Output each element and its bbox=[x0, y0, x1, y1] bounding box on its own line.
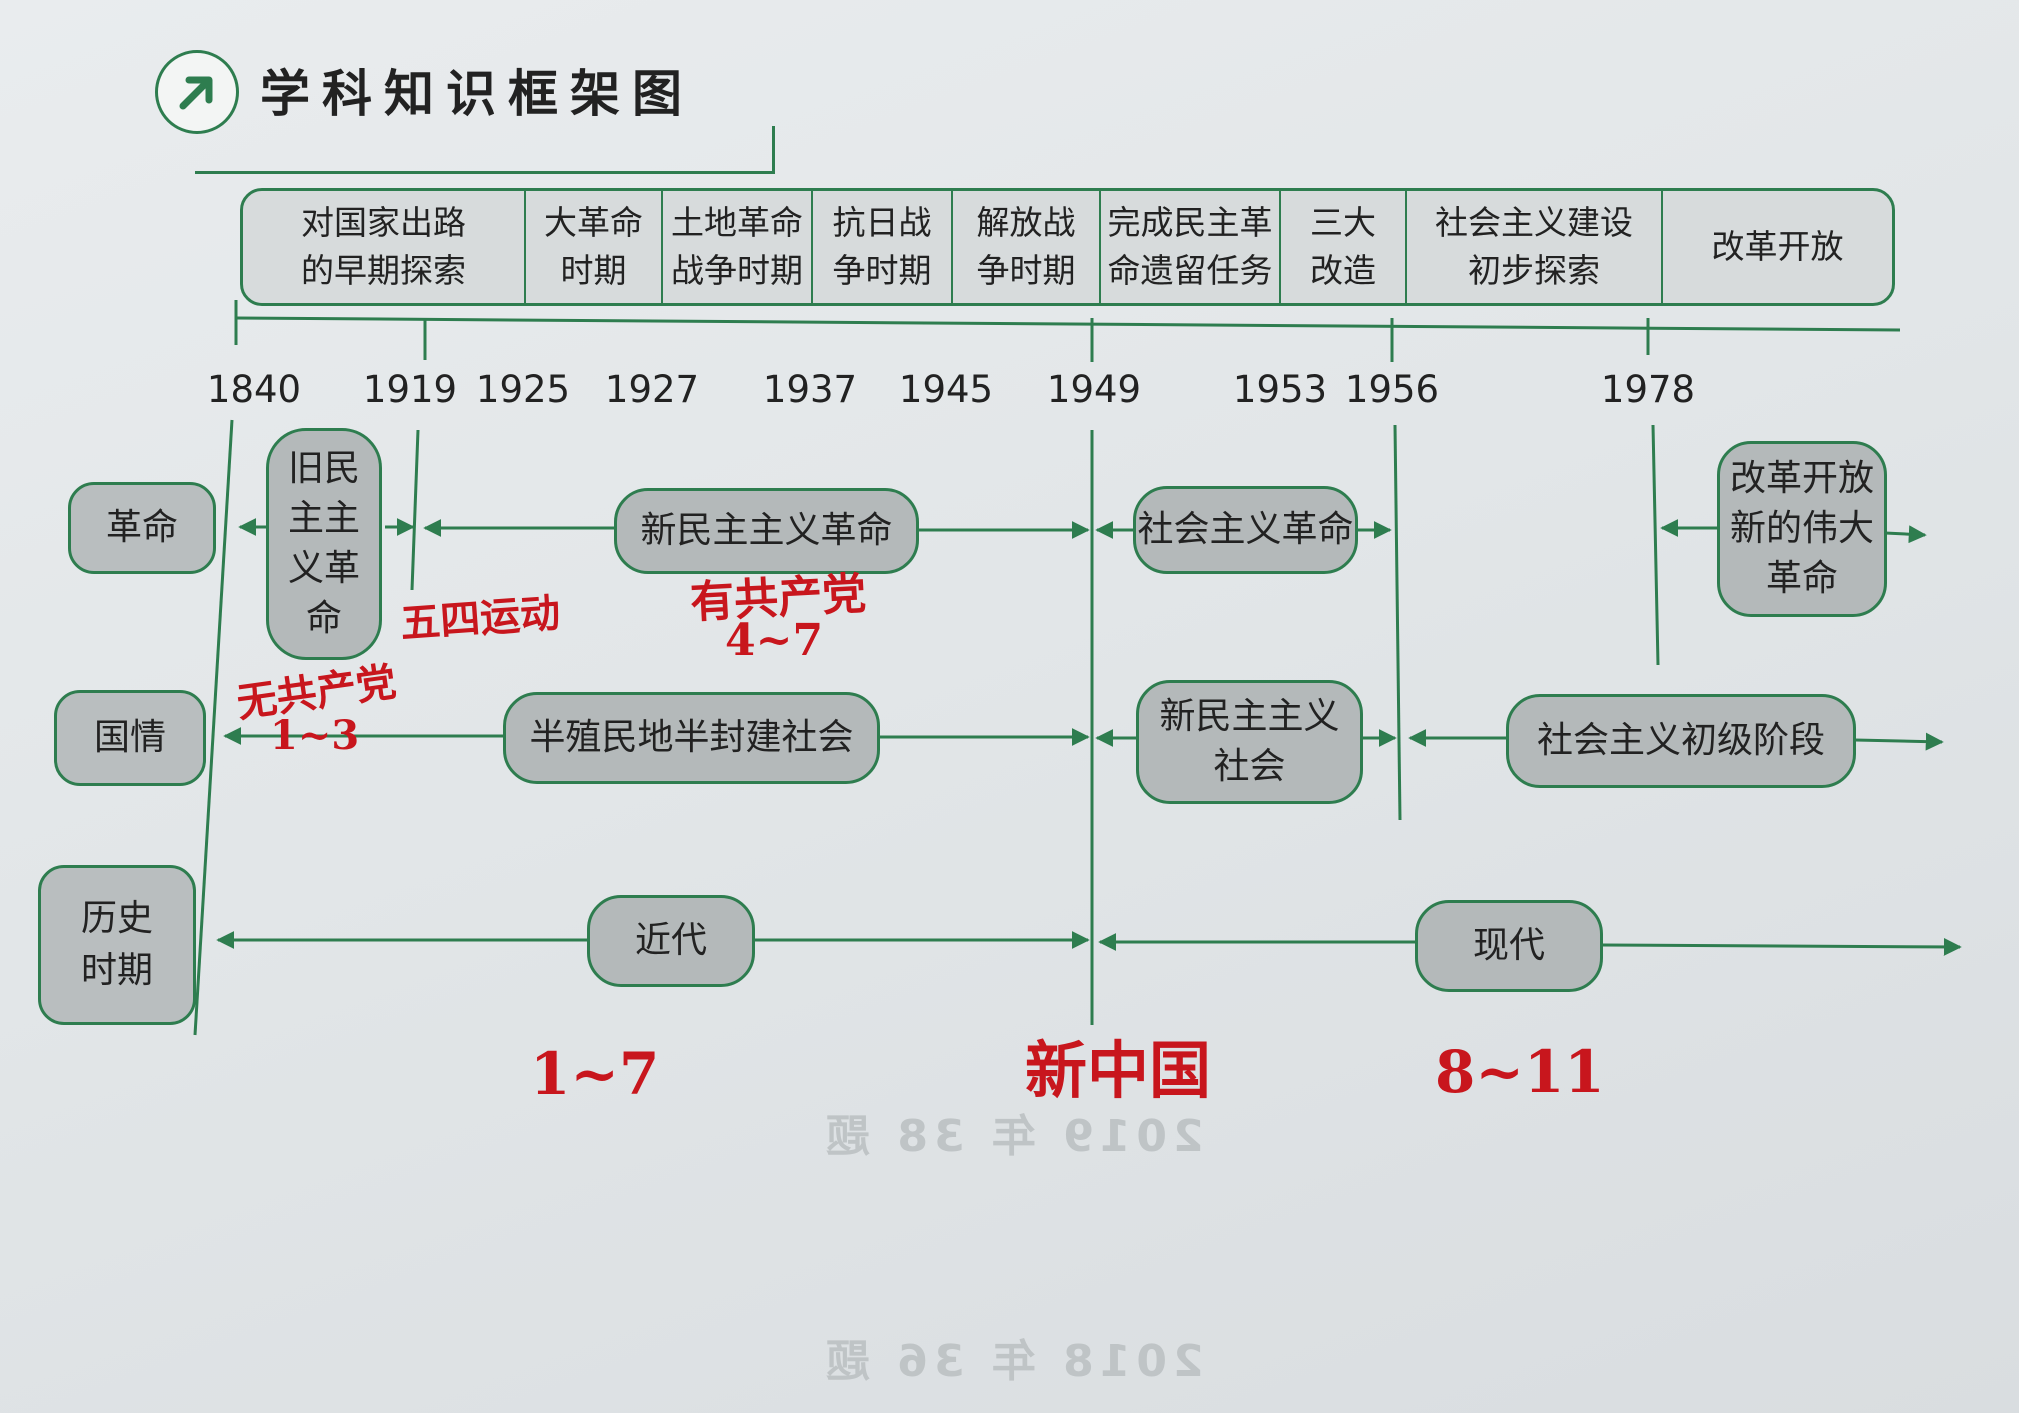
period-great-revolution: 大革命 时期 bbox=[526, 191, 663, 303]
modern-era-box: 近代 bbox=[587, 895, 755, 987]
period-socialist-construction: 社会主义建设 初步探索 bbox=[1407, 191, 1663, 303]
row-label-revolution: 革命 bbox=[68, 482, 216, 574]
section-title: 学科知识框架图 bbox=[155, 50, 775, 174]
contemporary-era-box: 现代 bbox=[1415, 900, 1603, 992]
period-early-exploration: 对国家出路 的早期探索 bbox=[243, 191, 526, 303]
row-label-national-conditions: 国情 bbox=[54, 690, 206, 786]
year-label: 1953 bbox=[1232, 368, 1328, 411]
arrow-up-right-icon bbox=[155, 50, 239, 134]
new-democratic-revolution-box: 新民主主义革命 bbox=[614, 488, 919, 574]
reform-new-great-revolution-box: 改革开放 新的伟大 革命 bbox=[1717, 441, 1887, 617]
row-label-historical-period: 历史 时期 bbox=[38, 865, 196, 1025]
handwritten-note: 8~11 bbox=[1435, 1038, 1605, 1106]
year-label: 1937 bbox=[762, 368, 858, 411]
period-reform-opening: 改革开放 bbox=[1711, 227, 1844, 266]
page-title: 学科知识框架图 bbox=[260, 65, 694, 123]
period-header-bar: 对国家出路 的早期探索 大革命 时期 土地革命 战争时期 抗日战 争时期 解放战… bbox=[240, 188, 1895, 306]
year-label: 1840 bbox=[206, 368, 302, 411]
handwritten-note: 五四运动 bbox=[398, 589, 562, 648]
period-liberation-war: 解放战 争时期 bbox=[953, 191, 1101, 303]
period-anti-japanese-war: 抗日战 争时期 bbox=[813, 191, 953, 303]
year-label: 1945 bbox=[898, 368, 994, 411]
year-label: 1978 bbox=[1600, 368, 1696, 411]
handwritten-note: 1~7 bbox=[530, 1040, 660, 1108]
handwritten-note: 4~7 bbox=[725, 615, 824, 666]
year-label: 1949 bbox=[1046, 368, 1142, 411]
year-label: 1925 bbox=[475, 368, 571, 411]
year-label: 1927 bbox=[604, 368, 700, 411]
year-label: 1956 bbox=[1344, 368, 1440, 411]
handwritten-note: 新中国 bbox=[1025, 1034, 1212, 1107]
semi-colonial-semi-feudal-box: 半殖民地半封建社会 bbox=[503, 692, 880, 784]
title-underline bbox=[195, 126, 775, 174]
primary-stage-socialism-box: 社会主义初级阶段 bbox=[1506, 694, 1856, 788]
year-label: 1919 bbox=[362, 368, 458, 411]
new-democratic-society-box: 新民主主义 社会 bbox=[1136, 680, 1363, 804]
socialist-revolution-box: 社会主义革命 bbox=[1133, 486, 1358, 574]
old-democratic-revolution-box: 旧民 主主 义革 命 bbox=[266, 428, 382, 660]
period-land-revolution: 土地革命 战争时期 bbox=[663, 191, 813, 303]
period-democratic-tasks: 完成民主革 命遗留任务 bbox=[1101, 191, 1281, 303]
handwritten-note: 1~3 bbox=[270, 712, 360, 759]
period-three-transformations: 三大 改造 bbox=[1281, 191, 1407, 303]
